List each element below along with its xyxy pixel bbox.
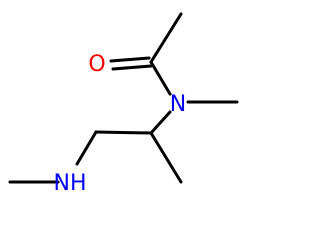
bond-methine-methyl	[149, 131, 183, 184]
structure-canvas: O N NH	[8, 12, 239, 196]
bond-carbonyl-oxygen-2	[111, 64, 153, 71]
oxygen-atom-label: O	[88, 52, 105, 77]
bond-group	[8, 12, 239, 184]
bond-methylene-amine	[75, 130, 98, 166]
bond-carbonyl-oxygen-1	[109, 56, 151, 63]
amide-nitrogen-atom-label: N	[170, 92, 186, 117]
molecule-drawing: O N NH	[8, 12, 239, 196]
bond-methine-methylene	[94, 130, 153, 135]
bond-carbonyl-nitrogen	[149, 60, 172, 96]
bond-nitrogen-methine	[149, 110, 172, 135]
amine-nitrogen-atom-label: NH	[54, 171, 87, 196]
bond-methyl-carbonyl	[149, 12, 183, 64]
